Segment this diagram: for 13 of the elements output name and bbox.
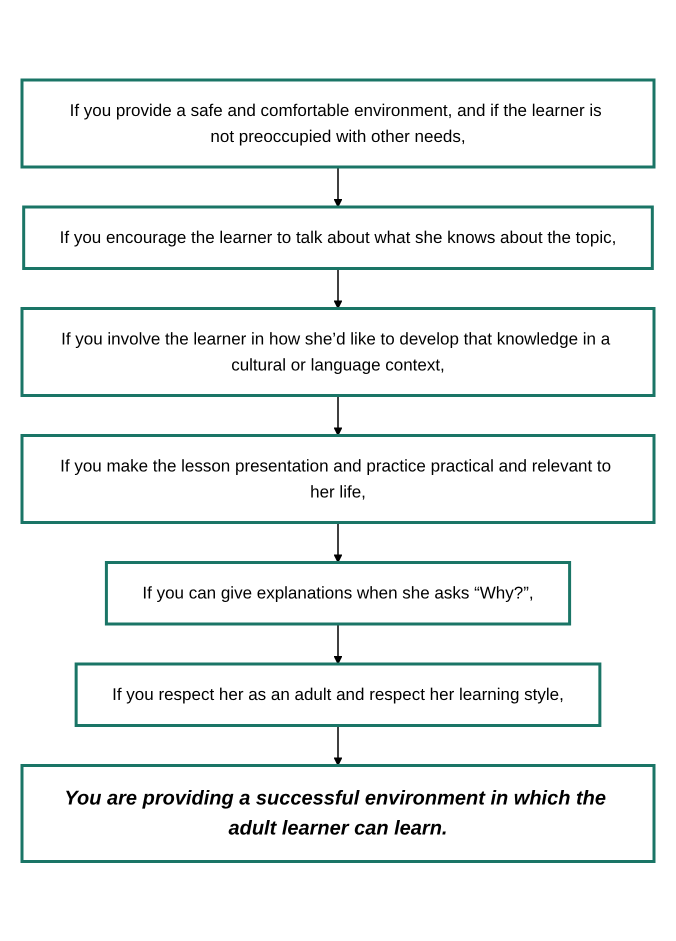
arrow bbox=[334, 166, 342, 208]
arrow bbox=[334, 395, 342, 436]
arrow bbox=[334, 268, 342, 309]
arrow bbox=[334, 725, 342, 766]
arrow bbox=[334, 522, 342, 563]
node-box: If you respect her as an adult and respect her learning style, bbox=[74, 662, 602, 727]
node-box: If you encourage the learner to talk about what she knows about the topic, bbox=[22, 205, 654, 270]
node-box: If you can give explanations when she asks “Why?”, bbox=[104, 560, 572, 626]
arrow bbox=[334, 624, 342, 664]
node-box: You are providing a successful environment in which the adult learner can learn. bbox=[20, 764, 656, 863]
node-box: If you involve the learner in how she’d like to develop that knowledge in a cultural or language context, bbox=[20, 306, 656, 397]
node-box: If you make the lesson presentation and practice practical and relevant to her life, bbox=[20, 434, 656, 524]
node-box: If you provide a safe and comfortable environment, and if the learner is not preoccupied with other needs, bbox=[20, 78, 656, 168]
